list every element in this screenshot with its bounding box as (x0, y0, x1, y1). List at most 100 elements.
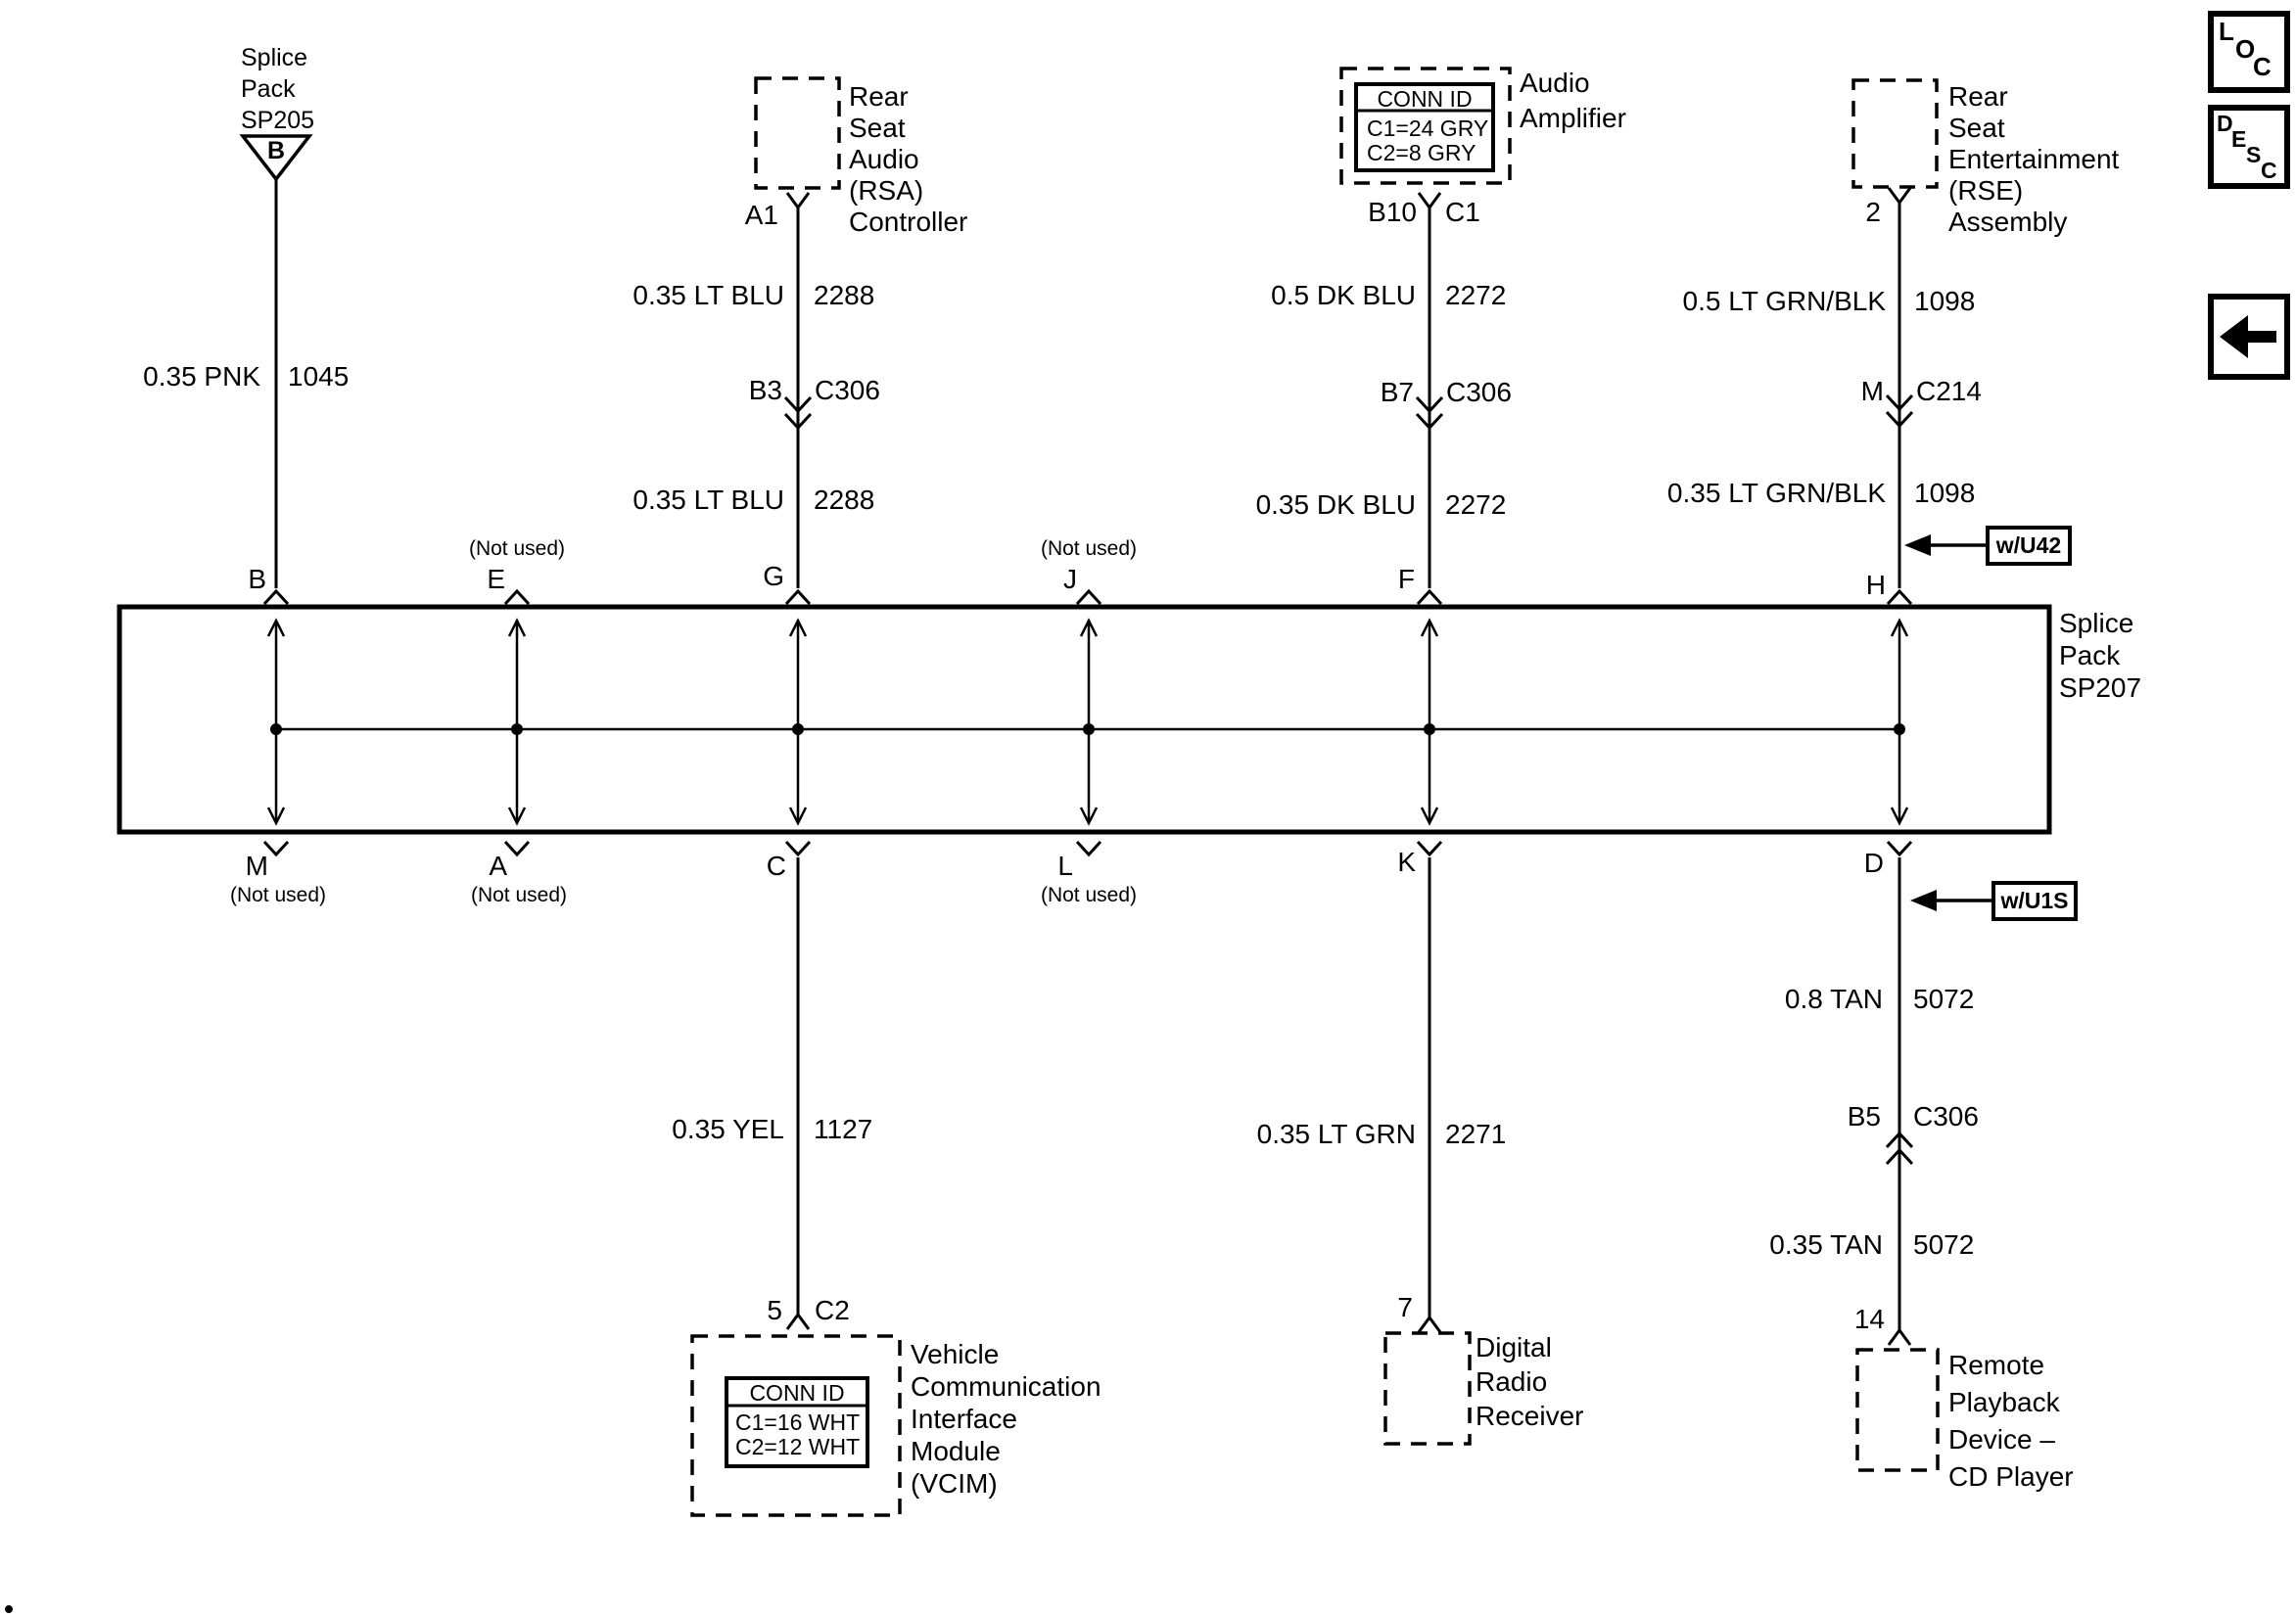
vcim-conn-id-row1: C1=16 WHT (735, 1409, 861, 1435)
loc-letter-3: C (2253, 52, 2272, 81)
circuit-number-1098-upper: 1098 (1914, 286, 1976, 316)
amp-pin-conn-c1: C1 (1445, 197, 1480, 227)
back-arrow-icon (2220, 315, 2276, 358)
sp207-bottom-pin-d: D (1863, 848, 1884, 878)
sp207-bottom-pin-m: M (245, 851, 268, 881)
circuit-number-2288-lower: 2288 (814, 485, 875, 515)
radio-name-line1: Digital (1476, 1332, 1552, 1363)
sp207-bottom-pin-a: A (489, 851, 507, 881)
sp207-box (117, 604, 2052, 835)
terminal-fork-amp (1417, 192, 1442, 210)
sp207-bottom-pin-k: K (1397, 847, 1416, 877)
connector-pin-b5: B5 (1847, 1101, 1881, 1132)
amp-conn-id-row1: C1=24 GRY (1367, 116, 1489, 141)
sp207-top-terminal-chevrons (262, 588, 1913, 606)
connector-chevrons-c214-m (1885, 393, 1914, 429)
not-used-bottom-m: (Not used) (229, 884, 327, 906)
wire-spec-dkblu-upper: 0.5 DK BLU (1271, 280, 1416, 310)
circuit-number-1127: 1127 (814, 1114, 873, 1144)
vcim-name-line5: (VCIM) (911, 1468, 998, 1499)
u42-harness-tag: w/U42 (1995, 532, 2062, 558)
loc-button[interactable]: L O C (2211, 14, 2287, 90)
not-used-top-j: (Not used) (1040, 537, 1138, 560)
rsa-name-line5: Controller (849, 207, 968, 237)
cd-name-line2: Playback (1948, 1387, 2060, 1417)
sp207-bottom-terminal-chevrons (262, 840, 1913, 857)
connector-chevrons-c306-b5 (1885, 1131, 1914, 1166)
desc-button[interactable]: D E S C (2211, 108, 2287, 186)
sp207-bottom-pin-c: C (766, 851, 786, 881)
rsa-pin-a1: A1 (744, 200, 778, 230)
rsa-controller-box (754, 76, 841, 190)
connector-pin-b3: B3 (748, 375, 782, 405)
desc-letter-4: C (2261, 158, 2277, 183)
vcim-pin-5: 5 (767, 1295, 782, 1325)
cd-pin-14: 14 (1853, 1304, 1885, 1334)
circuit-number-2272-upper: 2272 (1445, 280, 1507, 310)
not-used-bottom-a: (Not used) (470, 884, 568, 906)
terminal-fork-rse (1887, 187, 1912, 206)
connector-chevrons-c306-b3 (783, 395, 813, 431)
circuit-number-2271: 2271 (1445, 1119, 1507, 1149)
vcim-name-line2: Communication (911, 1371, 1101, 1402)
cd-name-line3: Device – (1948, 1424, 2055, 1455)
rse-name-line2: Seat (1948, 113, 2005, 143)
back-button[interactable] (2211, 297, 2287, 377)
circuit-number-5072-lower: 5072 (1913, 1229, 1975, 1260)
sp207-top-pin-b: B (248, 564, 266, 594)
amp-conn-id-table (1354, 82, 1495, 172)
circuit-number-1045: 1045 (288, 361, 350, 392)
amp-name-line1: Audio (1520, 68, 1590, 98)
desc-letter-2: E (2231, 126, 2247, 152)
connector-id-c214: C214 (1916, 376, 1982, 406)
loc-letter-2: O (2235, 34, 2256, 64)
connector-id-c306-b5: C306 (1913, 1101, 1979, 1132)
u1s-harness-tag: w/U1S (2000, 888, 2069, 913)
circuit-number-1098-lower: 1098 (1914, 478, 1976, 508)
amp-conn-id-header: CONN ID (1377, 86, 1473, 112)
wire-spec-ltgrn: 0.35 LT GRN (1256, 1119, 1416, 1149)
sp207-label-line2: Pack (2059, 640, 2121, 670)
vcim-pin-conn-c2: C2 (815, 1295, 850, 1325)
sp205-label-line2: Pack (241, 75, 296, 103)
sp207-label-line3: SP207 (2059, 672, 2142, 703)
sp207-bottom-pin-l: L (1057, 851, 1073, 881)
u1s-arrow-head (1910, 890, 1937, 911)
vcim-conn-id-table (725, 1376, 869, 1468)
circuit-number-5072-upper: 5072 (1913, 984, 1975, 1014)
connector-pin-b7: B7 (1380, 377, 1414, 407)
amp-name-line2: Amplifier (1520, 103, 1626, 133)
radio-name-line2: Radio (1476, 1366, 1548, 1397)
remote-playback-box (1855, 1348, 1940, 1472)
connector-chevrons-c306-b7 (1415, 395, 1444, 431)
cd-name-line4: CD Player (1948, 1461, 2074, 1492)
terminal-fork-vcim (785, 1312, 811, 1330)
vcim-conn-id-header: CONN ID (749, 1380, 845, 1406)
desc-letter-1: D (2217, 111, 2233, 136)
connector-id-c306-b3: C306 (815, 375, 880, 405)
stray-mark (5, 1605, 13, 1613)
amp-pin-b10: B10 (1368, 197, 1417, 227)
u42-arrow-head (1904, 534, 1931, 556)
terminal-fork-cd (1887, 1327, 1912, 1346)
rse-name-line3: Entertainment (1948, 144, 2120, 174)
sp207-top-pin-g: G (763, 561, 784, 591)
wire-spec-dkblu-lower: 0.35 DK BLU (1255, 489, 1416, 520)
back-button-frame (2208, 294, 2290, 380)
desc-button-frame (2208, 105, 2290, 189)
connector-pin-m: M (1860, 376, 1884, 406)
circuit-number-2272-lower: 2272 (1445, 489, 1507, 520)
sp205-label-line1: Splice (241, 44, 308, 71)
sp205-label-line3: SP205 (241, 107, 315, 134)
wire-spec-tan-upper: 0.8 TAN (1784, 984, 1883, 1014)
rse-name-line1: Rear (1948, 81, 2008, 112)
loc-letter-1: L (2219, 17, 2234, 46)
sp207-top-pin-e: E (487, 564, 505, 594)
sp207-top-pin-f: F (1397, 564, 1415, 594)
rse-assembly-box (1851, 78, 1939, 189)
terminal-fork-rsa (785, 192, 811, 210)
sp205-triangle-symbol (239, 134, 313, 182)
vcim-box (690, 1334, 902, 1517)
